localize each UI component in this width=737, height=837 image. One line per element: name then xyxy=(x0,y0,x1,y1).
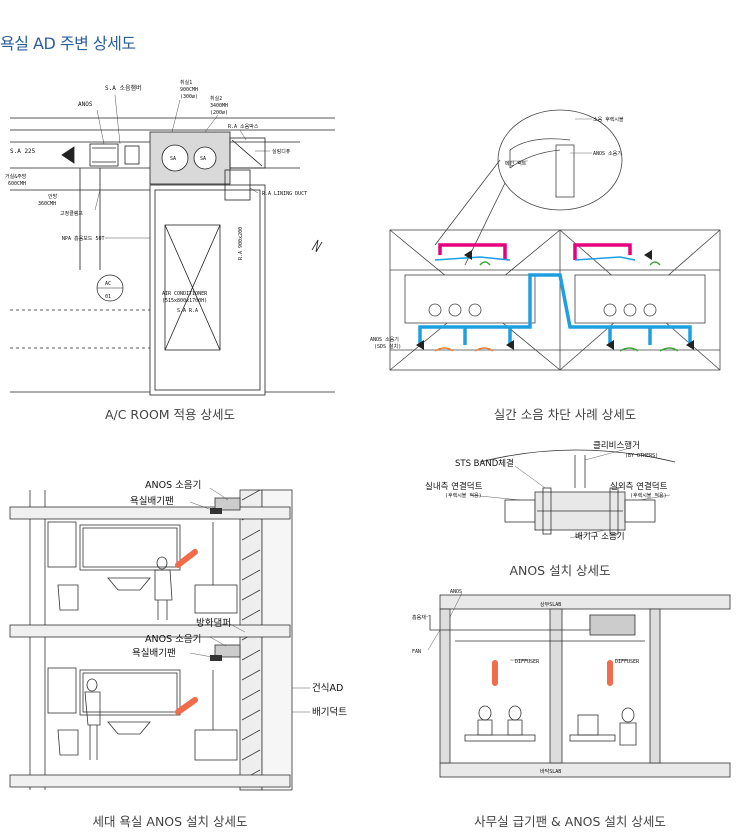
return1-label-3: (300ø) xyxy=(180,94,198,100)
office-panel: ANOS 흡음재 FAN 상부SLAB DIFFUSER DIFFUSER 바닥… xyxy=(410,585,735,790)
ac-unit-label-1: AIR CONDITIONER xyxy=(162,291,208,297)
inner-duct-label: 실내측 연결덕트 xyxy=(425,481,483,492)
page-title: 욕실 AD 주변 상세도 xyxy=(0,34,136,53)
anos-install-caption: ANOS 설치 상세도 xyxy=(509,563,611,578)
bathroom-panel: ANOS 소음기 욕실배기팬 방화댐퍼 ANOS 소음기 욕실배기팬 건식AD … xyxy=(0,460,380,805)
sa225-label: S.A 225 xyxy=(10,148,36,155)
main-duct-label: 메인 덕트 xyxy=(505,160,527,167)
return1-label-1: 취실1 xyxy=(180,79,192,86)
sa-mark-1: SA xyxy=(170,156,176,162)
living-label: 거실&주방 xyxy=(5,173,27,180)
anos-top-label: ANOS 소음기 xyxy=(145,480,201,491)
room-noise-panel: 소음 후렉시블 메인 덕트 ANOS 소음기 ANOS 소음기 (SDS 설치) xyxy=(360,105,730,385)
anos-install-drawing: 클리비스행거 (BY OTHERS) STS BAND체결 실내측 연결덕트 (… xyxy=(425,440,676,542)
office-drawing: ANOS 흡음재 FAN 상부SLAB DIFFUSER DIFFUSER 바닥… xyxy=(412,589,731,778)
ra-lining-label: R.A LINING DUCT xyxy=(262,191,307,197)
return2-label-2: 3400MH xyxy=(210,103,228,109)
ac-unit-label-3: S.A R.A xyxy=(177,308,198,314)
ra-silencer-box-label: R.A 소음박스 xyxy=(228,123,259,130)
band-label: STS BAND체결 xyxy=(455,458,514,469)
npa-label: NPA 흡음보드 50T xyxy=(62,235,104,242)
pink-duct xyxy=(438,243,632,260)
exhaust-label: 배기덕트 xyxy=(312,707,347,718)
hanger-label: 클리비스행거 xyxy=(593,440,640,451)
sound-insul-label: 소음 후렉시블 xyxy=(593,116,624,123)
outlet-label: 배기구 소음기 xyxy=(575,532,625,542)
room-noise-caption: 실간 소음 차단 사례 상세도 xyxy=(493,407,637,422)
ac-room-panel: S.A 소음챔버 취실1 900CMH (300ø) 취실2 3400MH (2… xyxy=(0,70,340,400)
diffuser-2-label: DIFFUSER xyxy=(615,659,640,665)
anos-label: ANOS xyxy=(78,101,93,108)
anos-silencer-sub: (SDS 설치) xyxy=(374,343,401,350)
inner-sub-label: (후렉시블 적용) xyxy=(445,492,482,499)
hanger-sub-label: (BY OTHERS) xyxy=(625,453,658,459)
upper-slab-label: 상부SLAB xyxy=(540,601,561,608)
ac-unit-label-2: (515x800x1700H) xyxy=(162,298,207,304)
ac-room-caption: A/C ROOM 적용 상세도 xyxy=(104,407,236,422)
sa-silencer-label: S.A 소음챔버 xyxy=(105,84,142,92)
diffuser-1-label: DIFFUSER xyxy=(515,659,540,665)
ra-size-label: R.A 900x200 xyxy=(238,227,244,260)
room-noise-drawing: 소음 후렉시블 메인 덕트 ANOS 소음기 ANOS 소음기 (SDS 설치) xyxy=(370,109,721,371)
return1-label-2: 900CMH xyxy=(180,87,198,93)
return2-label-1: 취실2 xyxy=(210,95,222,102)
intake-label: 흡음재 xyxy=(412,614,426,621)
clamp-label: 고정클램프 xyxy=(60,210,83,217)
inlet-label: 안방 xyxy=(48,193,58,200)
lower-slab-label: 바닥SLAB xyxy=(540,768,561,775)
office-caption: 사무실 급기팬 & ANOS 설치 상세도 xyxy=(474,814,666,829)
fan-top-label: 욕실배기팬 xyxy=(130,496,174,507)
living-cmh-label: 600CMH xyxy=(8,181,26,187)
fire-damper-label: 방화댐퍼 xyxy=(196,618,231,629)
ac-tag-2: 01 xyxy=(105,294,111,300)
blue-duct xyxy=(418,273,692,345)
ac-tag-1: AC xyxy=(105,281,111,287)
bathroom-caption: 세대 욕실 ANOS 설치 상세도 xyxy=(92,814,248,829)
ac-room-drawing: S.A 소음챔버 취실1 900CMH (300ø) 취실2 3400MH (2… xyxy=(5,79,335,396)
return2-label-3: (200ø) xyxy=(210,110,228,116)
outer-duct-label: 실외측 연결덕트 xyxy=(610,481,668,492)
inlet-cmh-label: 360CMH xyxy=(38,201,56,207)
bathroom-drawing: ANOS 소음기 욕실배기팬 방화댐퍼 ANOS 소음기 욕실배기팬 건식AD … xyxy=(9,480,347,791)
fan-mid-label: 욕실배기팬 xyxy=(132,648,176,659)
anos-install-panel: 클리비스행거 (BY OTHERS) STS BAND체결 실내측 연결덕트 (… xyxy=(425,440,735,550)
shaft-label: 건식AD xyxy=(312,683,343,694)
sa-mark-2: SA xyxy=(200,156,206,162)
fan-label: FAN xyxy=(412,649,421,655)
office-anos-label: ANOS xyxy=(450,589,462,595)
outer-sub-label: (후렉시블 적용) xyxy=(630,492,667,499)
anos-mid-label: ANOS 소음기 xyxy=(145,634,201,645)
diffuser-label: 실링디퓨 xyxy=(272,148,291,155)
anos-silencer-label-2: ANOS 소음기 xyxy=(370,336,399,343)
anos-silencer-label: ANOS 소음기 xyxy=(593,150,622,157)
